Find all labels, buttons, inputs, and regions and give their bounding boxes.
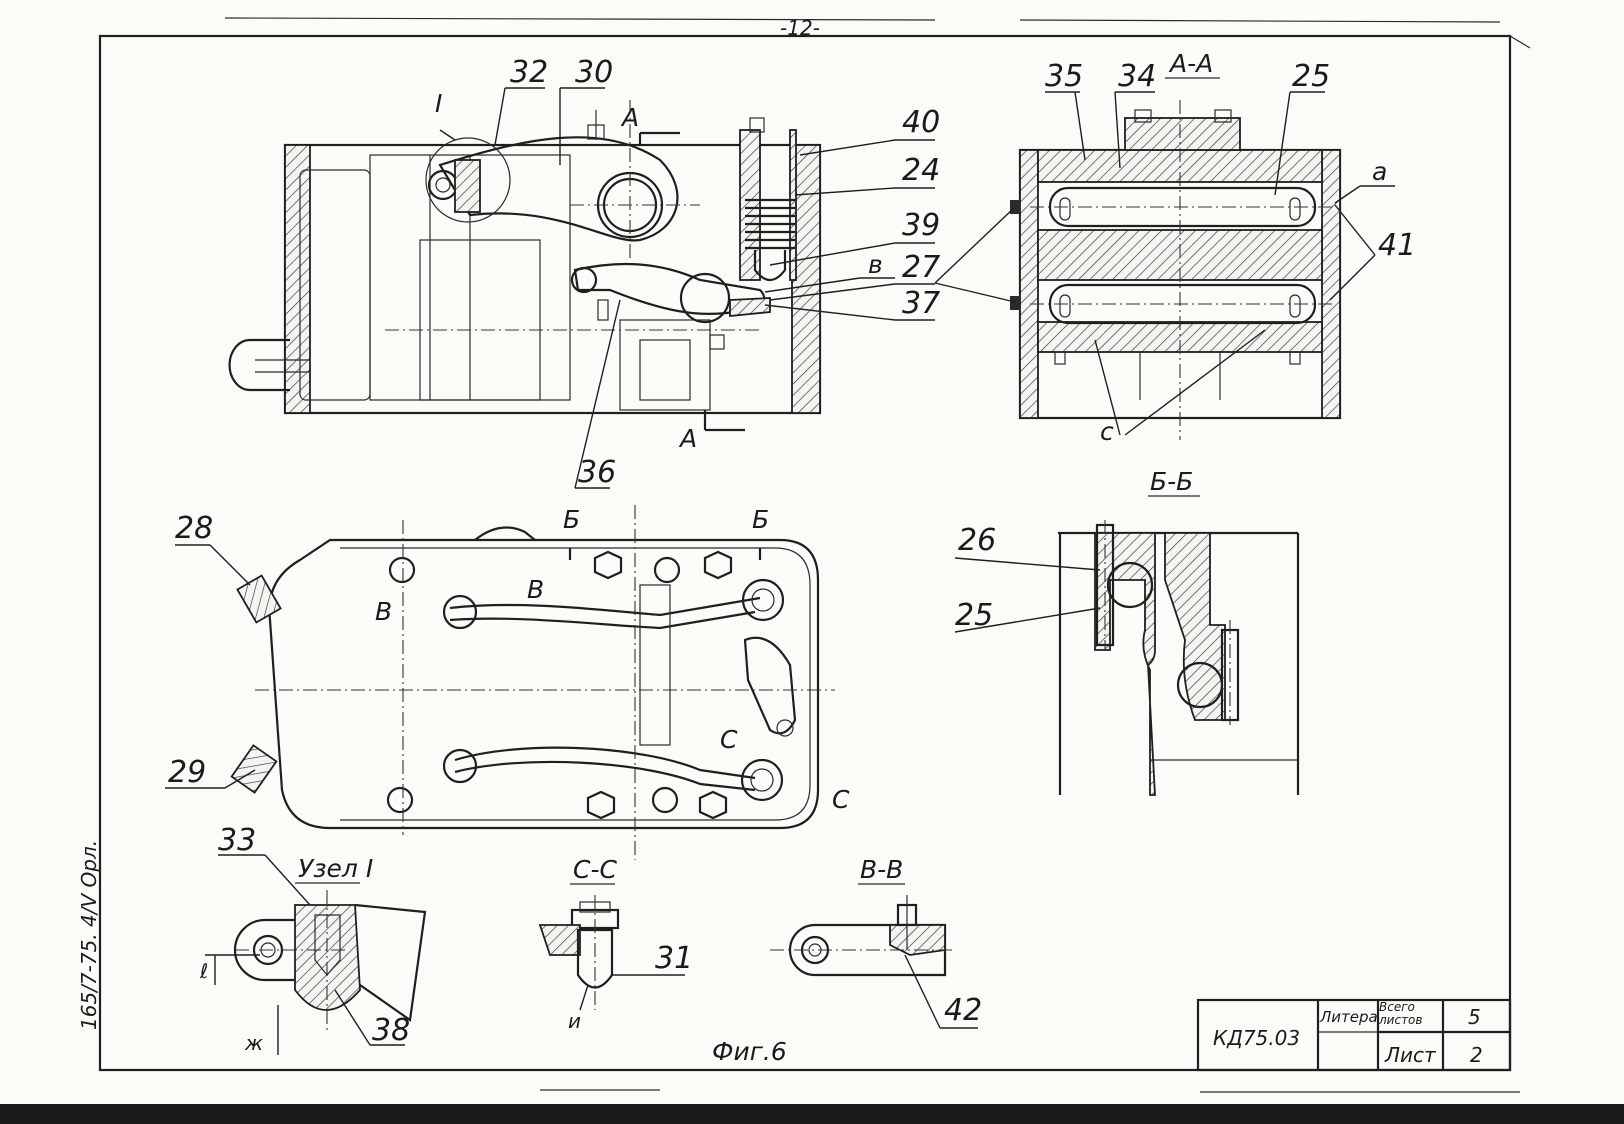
cut-b-right: Б xyxy=(752,505,769,534)
sheet-number: 2 xyxy=(1470,1043,1483,1067)
figure-caption: Фиг.6 xyxy=(712,1037,787,1066)
dim-zh: ж xyxy=(244,1031,263,1055)
callout-35: 35 xyxy=(1045,59,1083,94)
litera-label: Литера xyxy=(1319,1008,1378,1026)
cut-c-inner: С xyxy=(720,725,738,754)
callout-31: 31 xyxy=(655,941,693,976)
callout-41: 41 xyxy=(1378,228,1416,263)
spring-coils xyxy=(745,198,795,250)
callout-32: 32 xyxy=(510,55,548,90)
section-cc-title: С-С xyxy=(573,855,617,884)
callout-38: 38 xyxy=(372,1013,410,1048)
section-aa-title: А-А xyxy=(1168,49,1213,78)
node-1-title: Узел I xyxy=(298,854,373,883)
callout-27: 27 xyxy=(902,250,940,285)
main-view: A A I 32 30 40 24 39 в 27 37 36 xyxy=(228,55,940,490)
sheets-total-label: Всего листов xyxy=(1379,1001,1423,1027)
callout-36: 36 xyxy=(578,455,616,490)
callout-29: 29 xyxy=(168,755,206,790)
section-vv-title: В-В xyxy=(860,855,903,884)
plan-view: Б Б В В С С 28 29 xyxy=(165,505,850,860)
callout-30: 30 xyxy=(575,55,613,90)
callout-24: 24 xyxy=(902,153,940,188)
node-1: Узел I 33 38 ℓ ж xyxy=(199,823,427,1055)
callout-34: 34 xyxy=(1118,59,1156,94)
cut-v-right: В xyxy=(527,575,544,604)
sheet-label: Лист xyxy=(1384,1043,1437,1067)
section-mark-a-bottom: A xyxy=(678,424,697,453)
page-header: -12- xyxy=(224,16,1501,40)
detail-marker: I xyxy=(435,89,442,118)
callout-25-bb: 25 xyxy=(955,598,993,633)
callout-37: 37 xyxy=(902,286,940,321)
callout-42: 42 xyxy=(944,993,982,1028)
section-bb: Б-Б 26 25 xyxy=(954,467,1300,796)
sheets-total: 5 xyxy=(1468,1005,1481,1029)
callout-26: 26 xyxy=(958,523,996,558)
section-vv: В-В 42 xyxy=(770,855,982,1029)
section-mark-a-top: A xyxy=(620,103,639,132)
section-cc: С-С 31 и xyxy=(538,855,693,1033)
cut-b-left: Б xyxy=(563,505,580,534)
hex-nuts xyxy=(586,550,733,820)
callout-33: 33 xyxy=(218,823,256,858)
callout-28: 28 xyxy=(175,511,213,546)
scan-edge xyxy=(0,1104,1624,1124)
side-note: 165/7-75. 4/V Орл. xyxy=(77,840,101,1030)
callout-c-aa: с xyxy=(1100,417,1114,446)
section-bb-title: Б-Б xyxy=(1150,467,1193,496)
callout-40: 40 xyxy=(902,105,940,140)
title-block: КД75.03 Литера Всего листов 5 Лист 2 xyxy=(1196,998,1512,1072)
callout-a: а xyxy=(1372,157,1387,186)
drawing-frame xyxy=(98,34,1512,1072)
callout-25-aa: 25 xyxy=(1292,59,1330,94)
callout-b-small: в xyxy=(868,250,883,279)
cut-c-outer: С xyxy=(832,785,850,814)
cut-v-left: В xyxy=(375,597,392,626)
section-aa: А-А 35 34 25 а xyxy=(934,49,1416,446)
dim-l: ℓ xyxy=(199,959,208,983)
callout-39: 39 xyxy=(902,208,940,243)
callout-i: и xyxy=(568,1009,581,1033)
doc-code: КД75.03 xyxy=(1213,1026,1300,1050)
